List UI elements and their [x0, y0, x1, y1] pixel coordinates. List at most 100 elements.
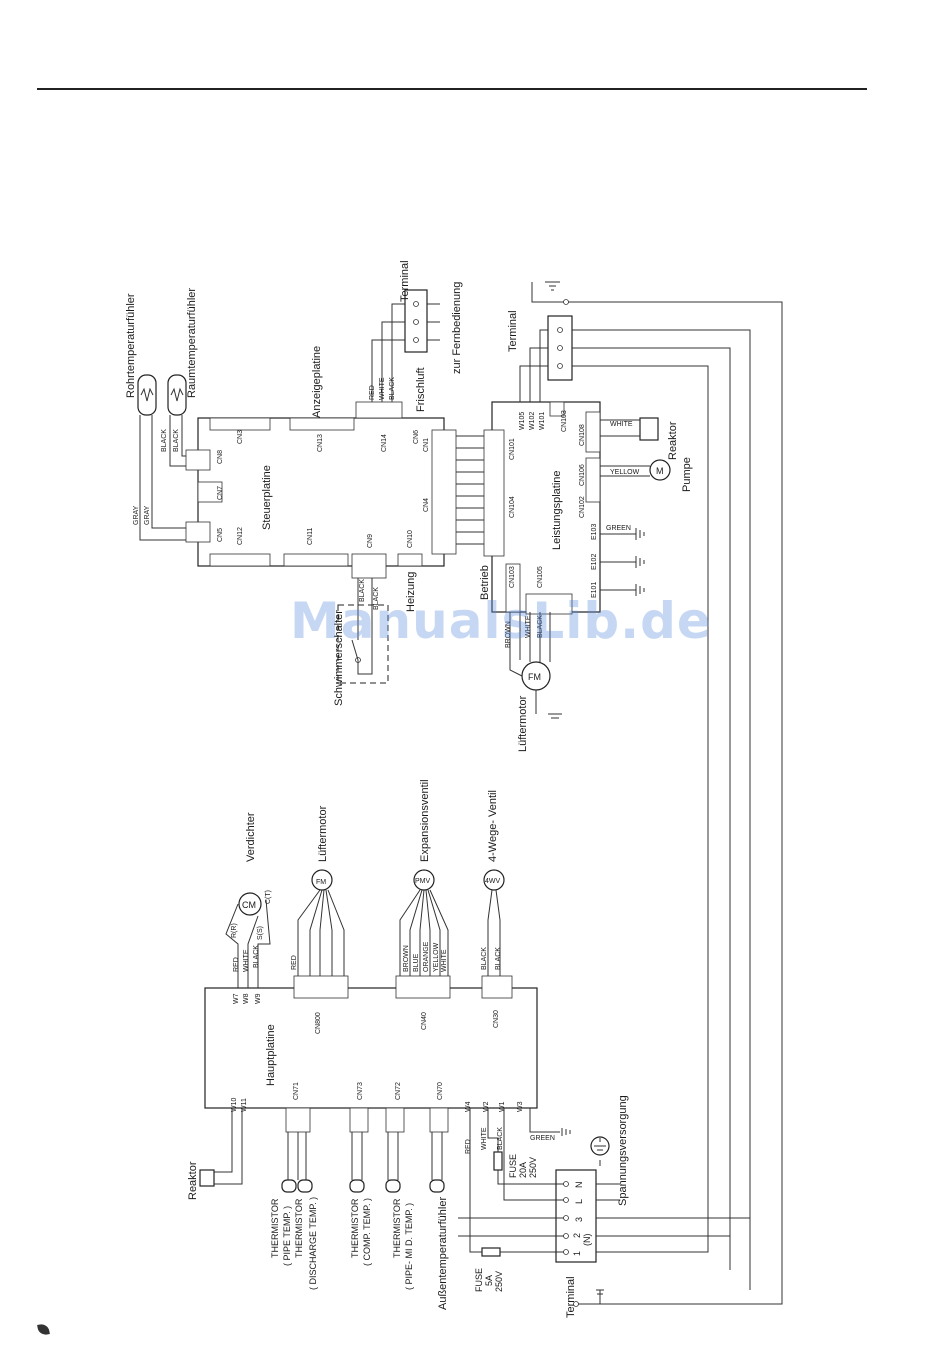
- wire-brown-fm: BROWN: [505, 621, 512, 648]
- cn8-label: CN8: [217, 450, 224, 464]
- wire-green-o: GREEN: [530, 1135, 555, 1142]
- heizung-label: Heizung: [405, 572, 417, 612]
- rohr-sensor-label: Rohrtemperaturfühler: [125, 293, 137, 398]
- wire-black-1: BLACK: [161, 429, 168, 452]
- luftermotor-outdoor: FM: [297, 869, 345, 976]
- cn30-connector: [481, 975, 513, 999]
- thermistor-2-name: THERMISTOR: [294, 1198, 304, 1258]
- w7-label: W7: [233, 993, 240, 1004]
- thermistor-3-sub: ( COMP. TEMP. ): [362, 1198, 372, 1266]
- raum-sensor-label: Raumtemperaturfühler: [186, 288, 198, 398]
- cn104-label: CN104: [509, 496, 516, 518]
- cn800-label: CN800: [315, 1012, 322, 1034]
- wire-red-cm: RED: [233, 957, 240, 972]
- frischluft-label: Frischluft: [415, 367, 427, 412]
- terminal-2: 2: [572, 1233, 582, 1238]
- wire-blue-pmv: BLUE: [413, 953, 420, 972]
- vierwege-ventil: 4WV: [483, 869, 505, 976]
- cn10-label: CN10: [407, 530, 414, 548]
- wire-orange-pmv: ORANGE: [423, 941, 430, 972]
- fuse2-rating: 5A: [484, 1275, 494, 1286]
- luftermotor-outdoor-label: Lüftermotor: [317, 805, 329, 862]
- w4-label: W4: [465, 1101, 472, 1112]
- luftermotor-indoor: FM: [509, 612, 562, 719]
- cm-text: CM: [242, 900, 256, 910]
- cn800-connector: [293, 975, 349, 999]
- fuse1-rating: 20A: [518, 1162, 528, 1178]
- wire-red-fm2: RED: [291, 955, 298, 970]
- cn73-connector: [349, 1107, 369, 1133]
- fm-outdoor-text: FM: [316, 879, 326, 886]
- wire-white-cm: WHITE: [243, 949, 250, 972]
- expansionsventil-pmv: PMV: [399, 869, 449, 976]
- w10-label: W10: [231, 1098, 238, 1113]
- fernbedienung-label: zur Fernbedienung: [451, 282, 463, 374]
- fuse1-name: FUSE: [508, 1154, 518, 1178]
- reaktor-outdoor: [199, 1108, 243, 1187]
- w105-label: W105: [519, 412, 526, 430]
- wire-white-r: WHITE: [610, 421, 633, 428]
- fuse2-voltage: 250V: [494, 1271, 504, 1292]
- terminal-n: N: [574, 1182, 584, 1189]
- pumpe-label: Pumpe: [681, 457, 693, 492]
- expansionsventil-label: Expansionsventil: [419, 779, 431, 862]
- wire-green-e: GREEN: [606, 525, 631, 532]
- thermistor-2-sub: ( DISCHARGE TEMP. ): [308, 1197, 318, 1290]
- wire-black-4wv1: BLACK: [481, 947, 488, 970]
- watermark: ManualsLib.de: [290, 592, 712, 650]
- terminal-right: [519, 315, 751, 1290]
- header-rule: [37, 88, 867, 90]
- fuse2-name: FUSE: [474, 1268, 484, 1292]
- fwv-text: 4WV: [485, 878, 501, 885]
- w3-label: W3: [517, 1101, 524, 1112]
- wire-black-2: BLACK: [173, 429, 180, 452]
- cn11-label: CN11: [307, 528, 314, 545]
- leistungsplatine-label: Leistungsplatine: [551, 470, 563, 550]
- cn72-connector: [385, 1107, 405, 1133]
- terminal-3: 3: [574, 1217, 584, 1222]
- steuerplatine-connectors: [185, 401, 457, 579]
- wire-gray-1: GRAY: [133, 505, 140, 525]
- anzeigeplatine-label: Anzeigeplatine: [311, 346, 323, 418]
- thermistor-4-name: THERMISTOR: [392, 1198, 402, 1258]
- cn30-label: CN30: [493, 1010, 500, 1028]
- thermistor-1-sub: ( PIPE TEMP. ): [282, 1206, 292, 1266]
- schwimmerschalter: [337, 578, 389, 684]
- cn5-label: CN5: [217, 528, 224, 542]
- verdichter-label: Verdichter: [245, 812, 257, 862]
- pumpe-motor: M: [600, 459, 671, 481]
- cn108-label: CN108: [579, 424, 586, 446]
- pumpe-m-label: M: [656, 466, 664, 476]
- fuse-1: [487, 1108, 564, 1185]
- raum-sensor: [167, 374, 187, 467]
- leistungsplatine-connector-f: [549, 401, 565, 417]
- fm-indoor-text: FM: [528, 672, 541, 682]
- cn14-label: CN14: [381, 434, 388, 452]
- aussen-label: Außentemperaturfühler: [437, 1197, 449, 1310]
- terminal-top-label: Terminal: [399, 260, 411, 302]
- rohr-sensor: [137, 374, 186, 541]
- e101-label: E101: [591, 582, 598, 598]
- cn71-connector: [285, 1107, 311, 1133]
- wire-red-o: RED: [465, 1139, 472, 1154]
- pmv-text: PMV: [415, 878, 431, 885]
- cn101-label: CN101: [509, 438, 516, 460]
- steuerplatine-label: Steuerplatine: [261, 465, 273, 530]
- terminal-block-bottom: [458, 1108, 751, 1290]
- ss-label: S(S): [257, 926, 264, 940]
- cn13-label: CN13: [317, 434, 324, 452]
- w101-label: W101: [539, 412, 546, 430]
- wire-yellow-pmv: YELLOW: [433, 942, 440, 972]
- cn3-label: CN3: [237, 430, 244, 444]
- ground-outdoor: [529, 1108, 610, 1166]
- wire-black-fl: BLACK: [389, 377, 396, 400]
- cn71-label: CN71: [293, 1082, 300, 1100]
- fuse-2: [469, 1108, 564, 1257]
- cn105-label: CN105: [537, 566, 544, 588]
- w102-label: W102: [529, 412, 536, 430]
- thermistor-sensors: [281, 1132, 445, 1193]
- terminal-1: 1: [572, 1251, 582, 1256]
- cn102-label: CN102: [579, 496, 586, 518]
- verdichter-compressor: CM: [225, 892, 271, 988]
